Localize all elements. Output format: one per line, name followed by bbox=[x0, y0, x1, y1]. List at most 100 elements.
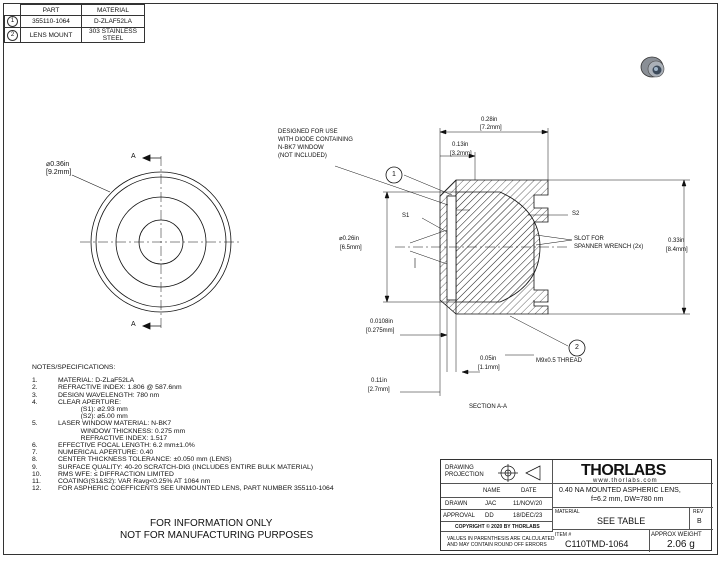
note-text: REFRACTIVE INDEX: 1.806 @ 587.6nm bbox=[58, 384, 182, 392]
note-number bbox=[32, 406, 58, 413]
designed-note-line: DESIGNED FOR USE bbox=[278, 129, 338, 135]
material-value: SEE TABLE bbox=[597, 516, 646, 526]
item-label: ITEM # bbox=[555, 532, 572, 538]
item-value: C110TMD-1064 bbox=[565, 539, 629, 549]
values-note: AND MAY CONTAIN ROUND OFF ERRORS bbox=[447, 542, 547, 548]
dim-overall-width: 0.28in bbox=[481, 117, 498, 123]
note-text: EFFECTIVE FOCAL LENGTH: 6.2 mm±1.0% bbox=[58, 442, 195, 450]
note-number bbox=[32, 435, 58, 442]
section-label-bottom: A bbox=[131, 321, 136, 328]
note-item: (S2): ⌀5.00 mm bbox=[32, 413, 334, 420]
copyright: COPYRIGHT © 2020 BY THORLABS bbox=[455, 524, 540, 530]
note-item: 4. CLEAR APERTURE: bbox=[32, 399, 334, 406]
dim-gap-mm: [1.1mm] bbox=[478, 365, 500, 371]
material-label: MATERIAL bbox=[555, 509, 580, 515]
note-number: 1. bbox=[32, 377, 38, 385]
note-text: REFRACTIVE INDEX: 1.517 bbox=[58, 434, 168, 442]
note-number: 11. bbox=[32, 478, 41, 486]
drawn-date: 11/NOV/20 bbox=[513, 501, 543, 507]
projection-symbol-icon bbox=[498, 464, 541, 482]
note-item: 11.COATING(S1&S2): VAR Ravg<0.25% AT 106… bbox=[32, 478, 334, 485]
drawing-projection-label: PROJECTION bbox=[445, 472, 484, 478]
note-item: 1. MATERIAL: D-ZLaF52LA bbox=[32, 377, 334, 384]
dim-flange: 0.11in bbox=[371, 378, 387, 384]
note-number: 9. bbox=[32, 463, 38, 471]
drawn-label: DRAWN bbox=[445, 501, 468, 507]
weight-label: APPROX WEIGHT bbox=[651, 532, 702, 538]
note-item: 3. DESIGN WAVELENGTH: 780 nm bbox=[32, 392, 334, 399]
notes-list: 1. MATERIAL: D-ZLaF52LA 2. REFRACTIVE INDEX… bbox=[32, 377, 334, 492]
note-item: WINDOW THICKNESS: 0.275 mm bbox=[32, 428, 334, 435]
note-text: RMS WFE: ≤ DIFFRACTION LIMITED bbox=[58, 470, 174, 478]
front-diameter-label: ⌀0.36in bbox=[46, 161, 70, 168]
designed-note-line: WITH DIODE CONTAINING bbox=[278, 137, 353, 143]
parts-row-material: 303 STAINLESS STEEL bbox=[81, 27, 145, 43]
approval-label: APPROVAL bbox=[443, 513, 475, 519]
dim-flange-mm: [2.7mm] bbox=[368, 387, 390, 393]
notes-specifications: NOTES/SPECIFICATIONS: 1. MATERIAL: D-ZLaF… bbox=[32, 364, 334, 492]
note-text: DESIGN WAVELENGTH: 780 nm bbox=[58, 391, 160, 399]
dim-height: 0.33in bbox=[668, 238, 685, 244]
approval-name: DD bbox=[485, 513, 494, 519]
parts-table: PART MATERIAL 1 355110-1064 D-ZLAF52LA 2… bbox=[4, 4, 145, 43]
title-block: DRAWING PROJECTION NAME DATE DRAWN JAC 1… bbox=[440, 459, 713, 552]
note-number: 3. bbox=[32, 391, 38, 399]
front-diameter-mm: [9.2mm] bbox=[46, 169, 72, 176]
note-number: 5. bbox=[32, 420, 38, 428]
col-name: NAME bbox=[483, 488, 501, 494]
note-number: 8. bbox=[32, 456, 38, 464]
slot-note-line: SPANNER WRENCH (2x) bbox=[574, 244, 644, 250]
note-item: 2. REFRACTIVE INDEX: 1.806 @ 587.6nm bbox=[32, 384, 334, 391]
note-number: 2. bbox=[32, 384, 38, 392]
notes-heading: NOTES/SPECIFICATIONS: bbox=[32, 364, 116, 371]
front-view bbox=[71, 154, 242, 330]
parts-row-number: 1 bbox=[7, 16, 18, 27]
note-number: 7. bbox=[32, 449, 38, 457]
thread-note: M9x0.5 THREAD bbox=[536, 358, 582, 364]
section-view bbox=[334, 128, 690, 396]
slot-note-line: SLOT FOR bbox=[574, 236, 604, 242]
note-text: MATERIAL: D-ZLaF52LA bbox=[58, 377, 135, 385]
note-item: 9. SURFACE QUALITY: 40-20 SCRATCH-DIG (IN… bbox=[32, 464, 334, 471]
rev-value: B bbox=[697, 518, 702, 525]
note-text: WINDOW THICKNESS: 0.275 mm bbox=[58, 427, 186, 435]
note-item: 5.LASER WINDOW MATERIAL: N-BK7 bbox=[32, 420, 334, 427]
disclaimer-line: NOT FOR MANUFACTURING PURPOSES bbox=[120, 530, 314, 541]
dim-window: 0.0108in bbox=[370, 319, 394, 325]
weight-value: 2.06 g bbox=[667, 539, 695, 550]
note-number: 6. bbox=[32, 442, 38, 450]
note-item: 6. EFFECTIVE FOCAL LENGTH: 6.2 mm±1.0% bbox=[32, 442, 334, 449]
note-number: 4. bbox=[32, 398, 38, 406]
drawing-sheet bbox=[3, 3, 718, 555]
dim-step-width-mm: [3.2mm] bbox=[450, 151, 472, 157]
dim-gap: 0.05in bbox=[480, 356, 497, 362]
balloon-1: 1 bbox=[392, 171, 396, 178]
note-text: SURFACE QUALITY: 40-20 SCRATCH-DIG (INCL… bbox=[58, 463, 314, 471]
designed-note-line: (NOT INCLUDED) bbox=[278, 153, 327, 159]
description-line: 0.40 NA MOUNTED ASPHERIC LENS, bbox=[559, 487, 681, 494]
section-title: SECTION A-A bbox=[469, 404, 508, 410]
note-text: CENTER THICKNESS TOLERANCE: ±0.050 mm (L… bbox=[58, 456, 232, 464]
dim-window-mm: [0.275mm] bbox=[366, 328, 395, 334]
note-text: FOR ASPHERIC COEFFICENTS SEE UNMOUNTED L… bbox=[58, 485, 334, 493]
dim-lens-diameter-mm: [6.5mm] bbox=[340, 245, 362, 251]
lens-thumbnail-icon bbox=[640, 56, 665, 78]
col-date: DATE bbox=[521, 488, 537, 494]
dim-step-width: 0.13in bbox=[452, 142, 469, 148]
description-line: f=6.2 mm, DW=780 nm bbox=[591, 496, 664, 503]
label-s1: S1 bbox=[402, 213, 410, 219]
note-text: CLEAR APERTURE: bbox=[58, 398, 121, 406]
designed-note-line: N-BK7 WINDOW bbox=[278, 145, 324, 151]
drawn-name: JAC bbox=[485, 501, 497, 507]
note-number bbox=[32, 413, 58, 420]
label-s2: S2 bbox=[572, 211, 580, 217]
note-item: (S1): ⌀2.93 mm bbox=[32, 406, 334, 413]
note-item: 12.FOR ASPHERIC COEFFICENTS SEE UNMOUNTE… bbox=[32, 485, 334, 492]
note-item: 8. CENTER THICKNESS TOLERANCE: ±0.050 mm … bbox=[32, 456, 334, 463]
dim-overall-width-mm: [7.2mm] bbox=[480, 125, 502, 131]
note-item: REFRACTIVE INDEX: 1.517 bbox=[32, 435, 334, 442]
note-text: NUMERICAL APERTURE: 0.40 bbox=[58, 449, 154, 457]
note-number: 10. bbox=[32, 470, 42, 478]
drawing-projection-label: DRAWING bbox=[445, 465, 474, 471]
approval-date: 18/DEC/23 bbox=[513, 513, 543, 519]
